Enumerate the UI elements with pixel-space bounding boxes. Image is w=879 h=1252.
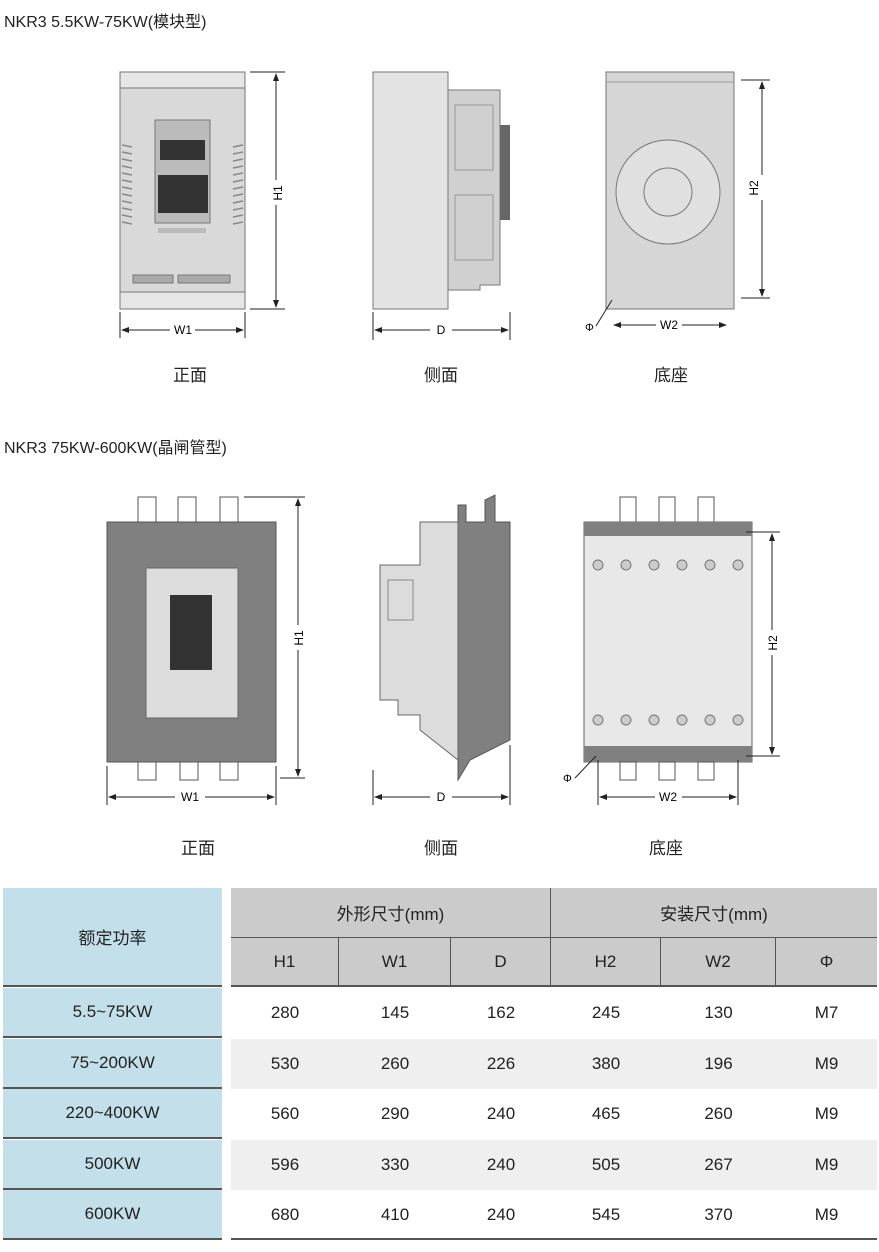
column-header-h2: H2 bbox=[551, 938, 661, 987]
column-header-w1: W1 bbox=[339, 938, 451, 987]
table-cell: 596 bbox=[270, 1154, 300, 1174]
rated-power-cell: 220~400KW bbox=[3, 1089, 222, 1140]
table-cell: 505 bbox=[591, 1154, 621, 1174]
thyristor-front-view: H1 W1 bbox=[106, 496, 306, 805]
table-cell: M9 bbox=[814, 1053, 839, 1073]
phi-label: Φ bbox=[585, 322, 594, 334]
table-cell: 530 bbox=[270, 1053, 300, 1073]
d-label: D bbox=[437, 790, 446, 804]
table-cell: 162 bbox=[486, 1003, 516, 1022]
column-header-h1: H1 bbox=[231, 938, 339, 987]
column-header-w2: W2 bbox=[661, 938, 776, 987]
table-cell: M9 bbox=[814, 1205, 839, 1225]
h2-label: H2 bbox=[747, 180, 761, 196]
table-cell: 240 bbox=[486, 1104, 516, 1124]
table-cell: 280 bbox=[270, 1003, 300, 1022]
table-cell: 240 bbox=[486, 1154, 516, 1174]
h1-label: H1 bbox=[271, 185, 285, 201]
outer-dimensions-header: 外形尺寸(mm) bbox=[231, 888, 551, 938]
table-cell: 560 bbox=[270, 1104, 300, 1124]
column-header-phi: Φ bbox=[776, 938, 877, 987]
table-cell: 330 bbox=[380, 1154, 410, 1174]
phi-label: Φ bbox=[563, 773, 572, 785]
module-side-view: D bbox=[372, 71, 511, 340]
w2-label: W2 bbox=[659, 790, 677, 804]
h1-label: H1 bbox=[292, 630, 306, 646]
thyristor-base-view: H2 W2 Φ bbox=[563, 496, 780, 805]
table-row bbox=[231, 1038, 877, 1089]
table-cell: 680 bbox=[270, 1205, 300, 1225]
w1-label: W1 bbox=[174, 323, 192, 337]
section2-title: NKR3 75KW-600KW(晶闸管型) bbox=[4, 440, 227, 457]
table-cell: 545 bbox=[591, 1205, 621, 1225]
caption-side: 侧面 bbox=[424, 839, 458, 858]
caption-front: 正面 bbox=[181, 839, 215, 858]
caption-front: 正面 bbox=[173, 366, 207, 385]
column-header-d: D bbox=[451, 938, 551, 987]
table-cell: 245 bbox=[591, 1003, 621, 1022]
w1-label: W1 bbox=[181, 790, 199, 804]
table-cell: 370 bbox=[704, 1205, 733, 1225]
rated-power-cell: 75~200KW bbox=[3, 1038, 222, 1089]
table-cell: 410 bbox=[380, 1205, 410, 1225]
table-row bbox=[231, 1190, 877, 1241]
table-cell: M9 bbox=[814, 1154, 839, 1174]
d-label: D bbox=[437, 323, 446, 337]
table-cell: 226 bbox=[486, 1053, 516, 1073]
table-cell: 465 bbox=[591, 1104, 621, 1124]
table-cell: 290 bbox=[380, 1104, 410, 1124]
table-cell: M9 bbox=[814, 1104, 839, 1124]
mounting-dimensions-header: 安装尺寸(mm) bbox=[551, 888, 877, 938]
h2-label: H2 bbox=[766, 635, 780, 651]
caption-side: 侧面 bbox=[424, 366, 458, 385]
rated-power-header: 额定功率 bbox=[3, 888, 222, 987]
table-cell: 130 bbox=[704, 1003, 733, 1022]
table-cell: 260 bbox=[380, 1053, 410, 1073]
table-cell: 260 bbox=[704, 1104, 733, 1124]
table-cell: 240 bbox=[486, 1205, 516, 1225]
thyristor-side-view: D bbox=[372, 494, 511, 805]
table-cell: 380 bbox=[591, 1053, 621, 1073]
w2-label: W2 bbox=[660, 318, 678, 332]
section1-title: NKR3 5.5KW-75KW(模块型) bbox=[4, 14, 207, 31]
module-base-view: H2 W2 Φ bbox=[585, 71, 770, 334]
caption-base: 底座 bbox=[649, 839, 683, 858]
dimension-drawings: H1 W1 D H2 W2 Φ H1 bbox=[106, 71, 780, 805]
table-cell: 196 bbox=[704, 1053, 733, 1073]
table-cell: 145 bbox=[380, 1003, 410, 1022]
table-cell: M7 bbox=[814, 1003, 839, 1022]
rated-power-cell: 600KW bbox=[3, 1190, 222, 1241]
table-cell: 267 bbox=[704, 1154, 733, 1174]
caption-base: 底座 bbox=[654, 366, 688, 385]
module-front-view: H1 W1 bbox=[119, 71, 285, 338]
table-row bbox=[231, 1139, 877, 1190]
rated-power-cell: 500KW bbox=[3, 1139, 222, 1190]
rated-power-cell: 5.5~75KW bbox=[3, 988, 222, 1038]
